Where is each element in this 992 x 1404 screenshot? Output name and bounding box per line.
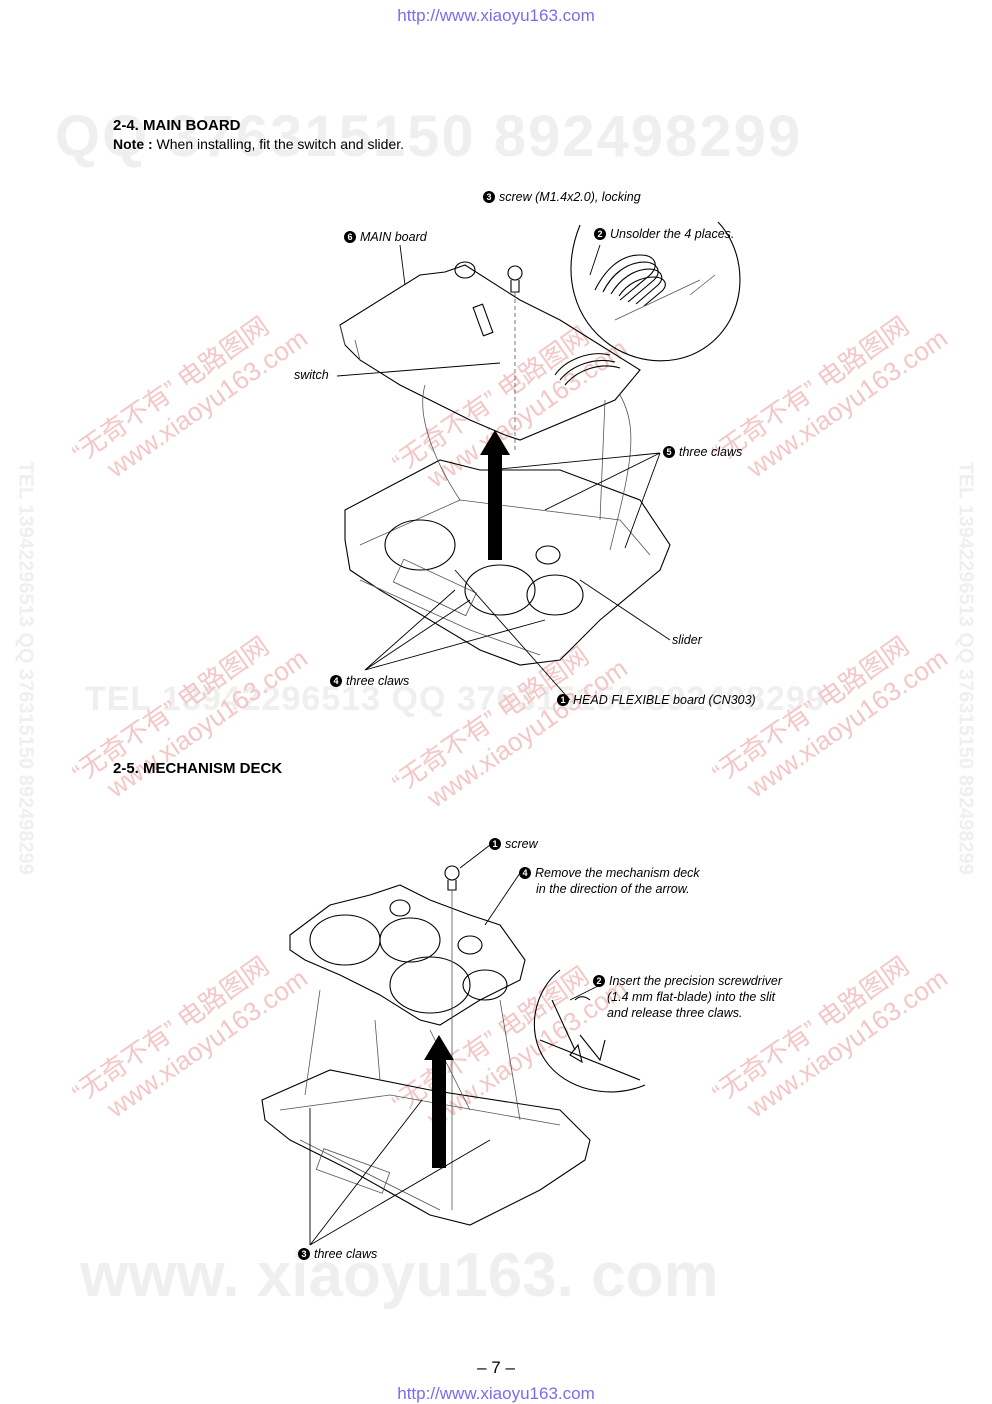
mechanism-deck-diagram [261,844,646,1246]
detail-magnifier [570,221,741,362]
page-number: – 7 – [477,1358,515,1377]
header-url-link[interactable]: http://www.xiaoyu163.com [397,6,595,25]
footer-url-link[interactable]: http://www.xiaoyu163.com [397,1384,595,1403]
main-case-outline [344,459,671,666]
main-board-outline [339,264,641,441]
note-label: Note : [113,136,153,152]
deck-lift-arrow [424,1035,454,1168]
screw-icon [507,265,523,450]
deck-screw-icon [444,865,460,1210]
deck-case-outline [261,1069,591,1226]
callout-slider: slider [672,633,702,647]
section-note: Note : When installing, fit the switch a… [113,136,404,152]
callout-switch: switch [294,368,329,382]
note-text: When installing, fit the switch and slid… [152,136,405,152]
mechanism-deck-outline [289,884,526,1026]
section-title-main-board: 2-4. MAIN BOARD [113,117,241,134]
watermark-bottom: www. xiaoyu163. com [80,1241,719,1310]
magnified-wires [594,254,716,321]
screwdriver-detail-circle [533,969,646,1093]
section-title-mechanism-deck: 2-5. MECHANISM DECK [113,760,283,777]
main-board-diagram [336,221,741,701]
lift-arrow [480,430,510,560]
